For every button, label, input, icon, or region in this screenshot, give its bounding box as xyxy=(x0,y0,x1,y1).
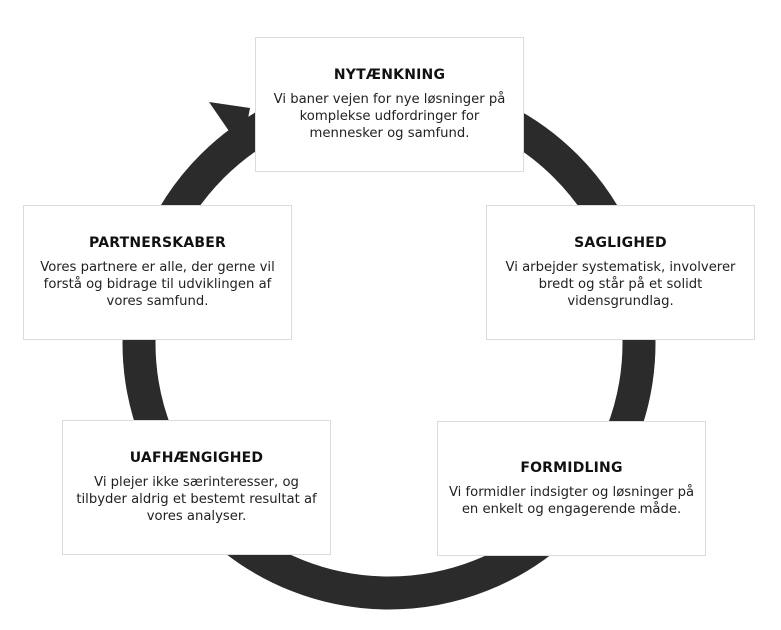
value-box-uafhaengighed: UAFHÆNGIGHED Vi plejer ikke særinteresse… xyxy=(62,420,331,555)
value-description: Vi baner vejen for nye løsninger på komp… xyxy=(273,92,506,141)
value-description: Vi formidler indsigter og løsninger på e… xyxy=(448,484,695,517)
value-box-nytaenkning: NYTÆNKNING Vi baner vejen for nye løsnin… xyxy=(255,37,524,172)
value-box-saglighed: SAGLIGHED Vi arbejder systematisk, invol… xyxy=(486,205,755,340)
value-description: Vi arbejder systematisk, involverer bred… xyxy=(505,260,736,309)
value-description: Vi plejer ikke særinteresser, og tilbyde… xyxy=(76,475,317,524)
value-box-partnerskaber: PARTNERSKABER Vores partnere er alle, de… xyxy=(23,205,292,340)
value-title: PARTNERSKABER xyxy=(89,235,226,251)
value-title: NYTÆNKNING xyxy=(333,67,446,83)
value-title: SAGLIGHED xyxy=(574,235,667,251)
value-box-formidling: FORMIDLING Vi formidler indsigter og løs… xyxy=(437,421,706,556)
value-title: FORMIDLING xyxy=(520,459,623,476)
value-title: UAFHÆNGIGHED xyxy=(129,450,264,466)
cycle-arrowhead-icon xyxy=(209,102,250,150)
value-description: Vores partnere er alle, der gerne vil fo… xyxy=(40,260,275,309)
